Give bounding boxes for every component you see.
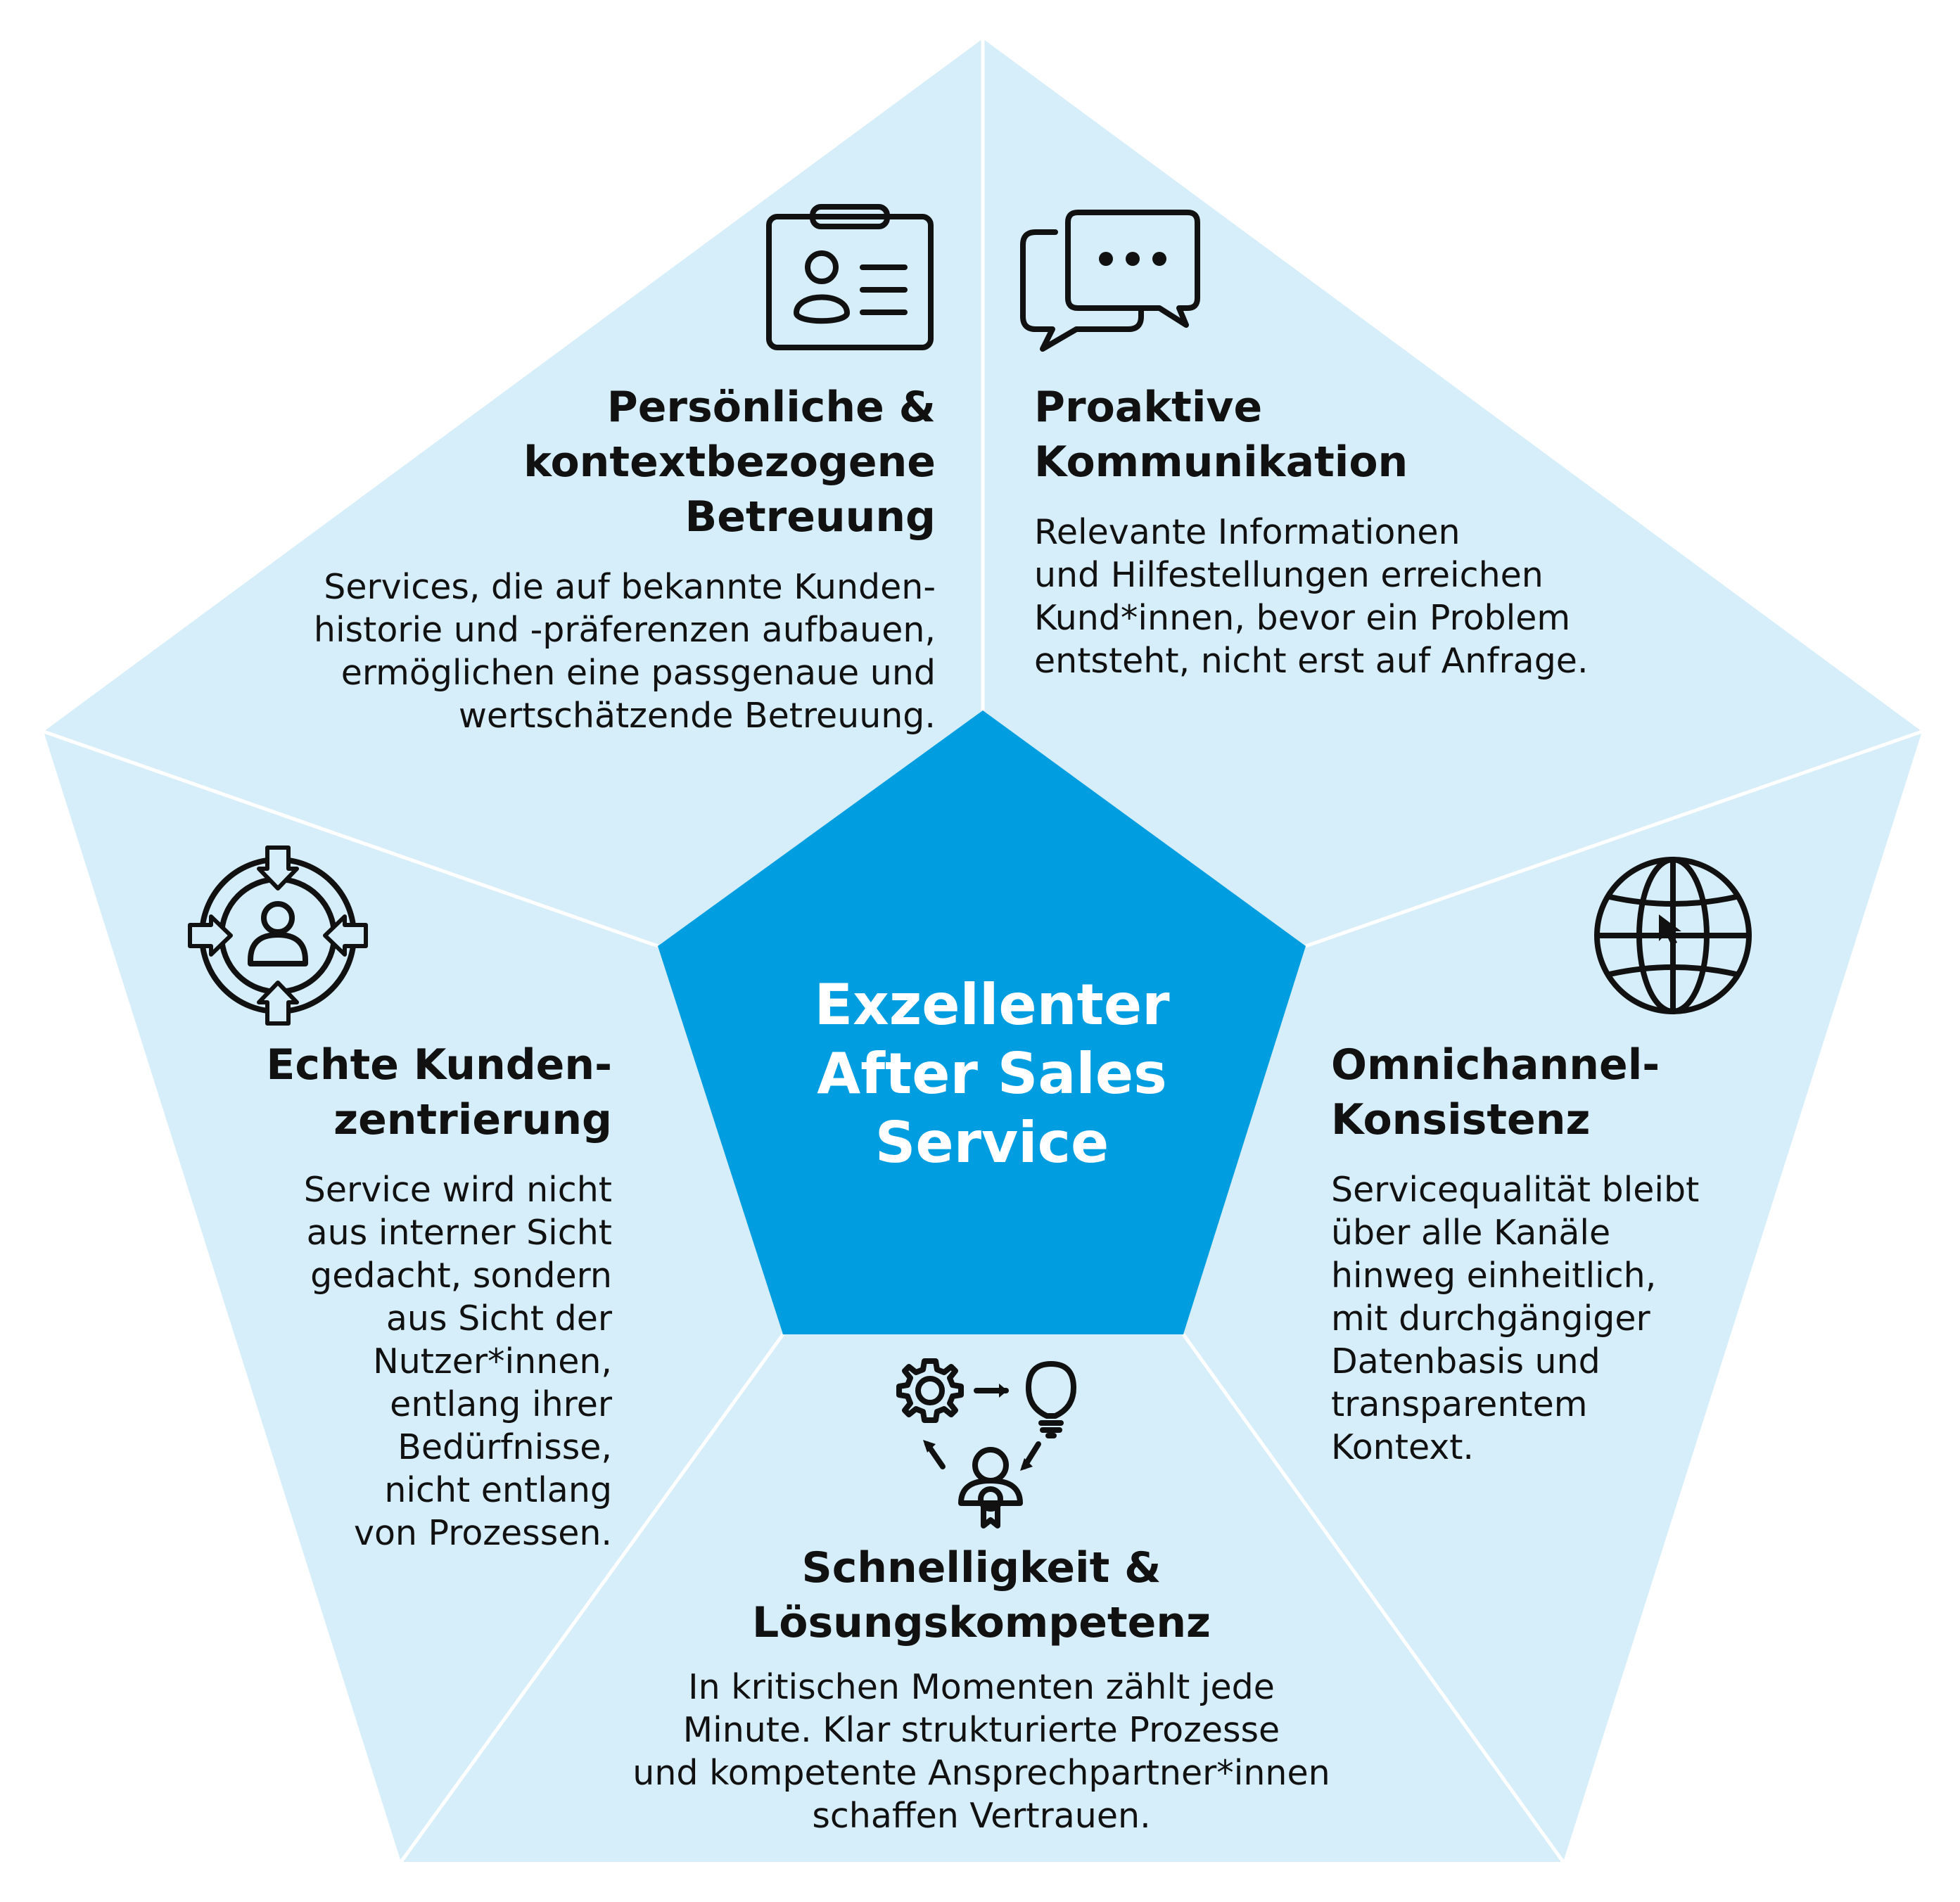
- block-speed: Schnelligkeit & Lösungskompetenz In krit…: [549, 1540, 1414, 1837]
- title-proactive: Proaktive Kommunikation: [1034, 383, 1408, 487]
- customer-target-icon: [188, 845, 368, 1026]
- segment-omnichannel: [1183, 732, 1922, 1862]
- center-pentagon: [658, 710, 1306, 1334]
- globe-cursor-icon: [1594, 857, 1752, 1014]
- block-proactive: Proaktive Kommunikation Relevante Inform…: [1034, 380, 1738, 682]
- process-expert-icon: [896, 1358, 1076, 1528]
- title-customer-centric: Echte Kunden- zentrierung: [266, 1040, 612, 1144]
- block-omnichannel: Omnichannel- Konsistenz Servicequalität …: [1331, 1038, 1781, 1469]
- chat-bubbles-icon: [1020, 210, 1200, 352]
- title-speed: Schnelligkeit & Lösungskompetenz: [752, 1543, 1211, 1647]
- desc-customer-centric: Service wird nicht aus interner Sicht ge…: [303, 1170, 612, 1553]
- segment-dividers: [43, 39, 1923, 1863]
- block-customer-centric: Echte Kunden- zentrierung Service wird n…: [176, 1038, 612, 1555]
- desc-omnichannel: Servicequalität bleibt über alle Kanäle …: [1331, 1170, 1700, 1467]
- id-badge-icon: [766, 204, 934, 350]
- title-omnichannel: Omnichannel- Konsistenz: [1331, 1040, 1660, 1144]
- segment-personal: [44, 39, 983, 946]
- desc-personal: Services, die auf bekannte Kunden- histo…: [313, 567, 936, 736]
- segment-customer-centric: [44, 732, 783, 1862]
- center-title: Exzellenter After Sales Service: [814, 972, 1170, 1175]
- desc-speed: In kritischen Momenten zählt jede Minute…: [632, 1667, 1330, 1836]
- block-personal: Persönliche & kontextbezogene Betreuung …: [211, 380, 936, 737]
- segment-speed: [401, 1334, 1563, 1862]
- segment-proactive: [983, 39, 1922, 946]
- title-personal: Persönliche & kontextbezogene Betreuung: [523, 383, 936, 542]
- desc-proactive: Relevante Informationen und Hilfestellun…: [1034, 512, 1589, 681]
